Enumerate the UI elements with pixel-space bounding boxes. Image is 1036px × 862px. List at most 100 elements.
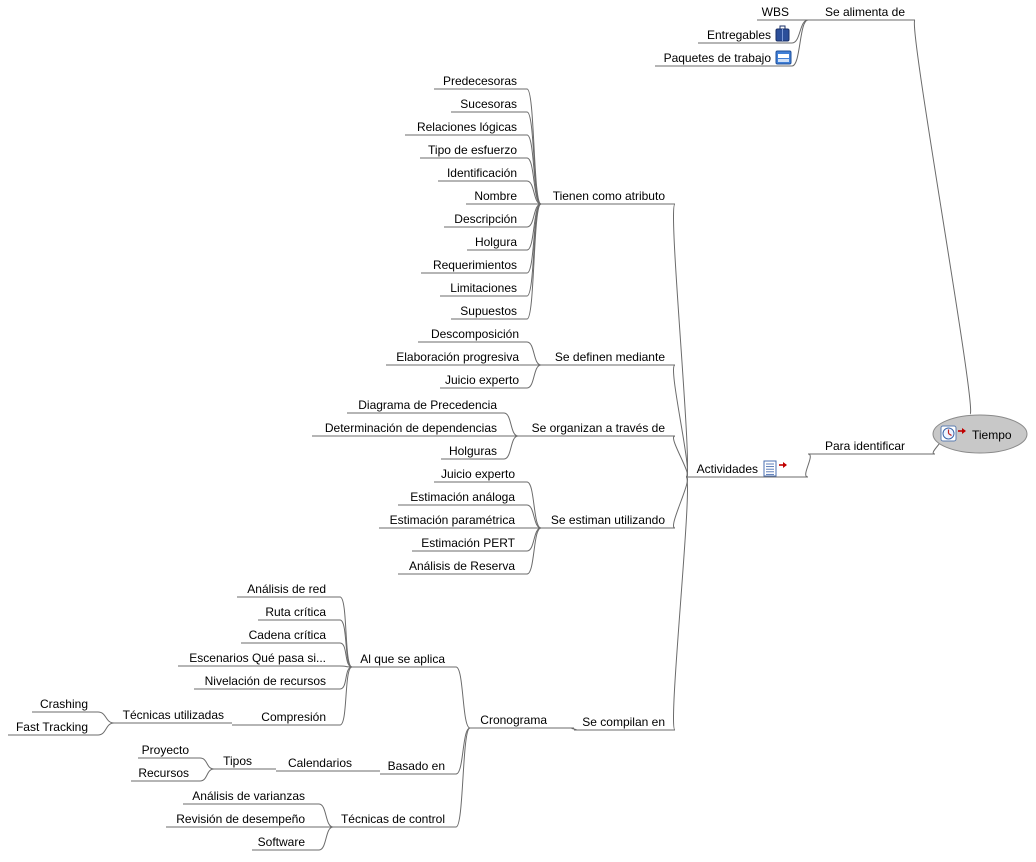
node-al-que-se-aplica[interactable]: Al que se aplica <box>352 652 456 668</box>
connector <box>339 666 353 690</box>
node-nombre[interactable]: Nombre <box>466 189 527 205</box>
node-tecnicas-utilizadas[interactable]: Técnicas utilizadas <box>114 708 232 724</box>
node-label: Cadena crítica <box>249 628 327 642</box>
node-tipos[interactable]: Tipos <box>214 754 276 770</box>
node-label: Tipos <box>223 754 252 768</box>
briefcase-icon <box>775 25 790 42</box>
node-label: Análisis de varianzas <box>192 789 305 803</box>
node-entregables[interactable]: Entregables <box>698 25 792 44</box>
node-cadena-critica[interactable]: Cadena crítica <box>241 628 340 644</box>
connector <box>455 727 471 775</box>
node-fast-tracking[interactable]: Fast Tracking <box>8 720 98 736</box>
connector <box>526 481 542 529</box>
node-se-definen-mediante[interactable]: Se definen mediante <box>541 350 675 366</box>
node-escenarios-que-pasa-si[interactable]: Escenarios Qué pasa si... <box>178 651 340 667</box>
node-identificacion[interactable]: Identificación <box>438 166 527 182</box>
connector <box>805 453 811 478</box>
node-ruta-critica[interactable]: Ruta crítica <box>258 605 340 621</box>
connector <box>526 88 542 205</box>
node-elaboracion-progresiva[interactable]: Elaboración progresiva <box>386 350 527 366</box>
node-descripcion[interactable]: Descripción <box>444 212 527 228</box>
node-label: Escenarios Qué pasa si... <box>189 651 326 665</box>
node-label: Técnicas de control <box>341 812 445 826</box>
connector <box>526 180 542 205</box>
node-analisis-de-varianzas[interactable]: Análisis de varianzas <box>183 789 319 805</box>
node-tienen-como-atributo[interactable]: Tienen como atributo <box>541 189 675 205</box>
node-label: Estimación análoga <box>410 490 515 504</box>
node-cronograma[interactable]: Cronograma <box>470 713 574 729</box>
node-estimacion-pert[interactable]: Estimación PERT <box>412 536 527 552</box>
node-compresion[interactable]: Compresión <box>232 710 340 726</box>
node-juicio-experto[interactable]: Juicio experto <box>434 467 527 483</box>
node-tipo-de-esfuerzo[interactable]: Tipo de esfuerzo <box>420 143 527 159</box>
connector <box>97 722 115 736</box>
node-diagrama-de-precedencia[interactable]: Diagrama de Precedencia <box>347 398 504 414</box>
connector <box>673 435 688 478</box>
connector <box>526 111 542 205</box>
node-se-organizan-a-traves-de[interactable]: Se organizan a través de <box>518 421 675 437</box>
node-label: Identificación <box>447 166 517 180</box>
node-limitaciones[interactable]: Limitaciones <box>440 281 527 297</box>
node-actividades[interactable]: Actividades <box>686 460 808 478</box>
connector <box>318 803 334 828</box>
node-predecesoras[interactable]: Predecesoras <box>434 74 527 90</box>
node-label: Crashing <box>40 697 88 711</box>
node-analisis-de-reserva[interactable]: Análisis de Reserva <box>398 559 527 575</box>
connector <box>455 727 471 828</box>
root-node-tiempo[interactable]: Tiempo <box>932 414 1028 454</box>
node-label: Nivelación de recursos <box>205 674 326 688</box>
node-relaciones-logicas[interactable]: Relaciones lógicas <box>405 120 527 136</box>
node-label: Basado en <box>388 759 445 773</box>
node-estimacion-analoga[interactable]: Estimación análoga <box>398 490 527 506</box>
node-label: Se compilan en <box>582 715 665 729</box>
node-label: Descripción <box>454 212 517 226</box>
node-sucesoras[interactable]: Sucesoras <box>451 97 527 113</box>
node-holgura[interactable]: Holgura <box>467 235 527 251</box>
node-nivelacion-de-recursos[interactable]: Nivelación de recursos <box>194 674 340 690</box>
node-juicio-experto[interactable]: Juicio experto <box>440 373 527 389</box>
node-requerimientos[interactable]: Requerimientos <box>421 258 527 274</box>
node-descomposicion[interactable]: Descomposición <box>418 327 527 343</box>
node-tecnicas-de-control[interactable]: Técnicas de control <box>333 812 456 828</box>
node-label: Recursos <box>138 766 189 780</box>
node-label: WBS <box>762 5 789 19</box>
node-determinacion-de-dependencias[interactable]: Determinación de dependencias <box>312 421 504 437</box>
connector <box>199 768 215 782</box>
connector <box>339 642 353 668</box>
node-label: Juicio experto <box>445 373 519 387</box>
connector <box>339 619 353 668</box>
node-basado-en[interactable]: Basado en <box>380 759 456 775</box>
node-label: Elaboración progresiva <box>396 350 519 364</box>
connector <box>791 19 809 44</box>
node-label: Revisión de desempeño <box>176 812 305 826</box>
node-revision-de-desempeno[interactable]: Revisión de desempeño <box>166 812 319 828</box>
node-proyecto[interactable]: Proyecto <box>138 743 200 759</box>
node-label: Determinación de dependencias <box>325 421 497 435</box>
node-crashing[interactable]: Crashing <box>32 697 98 713</box>
connector <box>673 476 688 731</box>
node-label: Proyecto <box>142 743 190 757</box>
node-para-identificar[interactable]: Para identificar <box>808 439 935 455</box>
node-recursos[interactable]: Recursos <box>131 766 200 782</box>
node-holguras[interactable]: Holguras <box>441 444 504 460</box>
folder-icon <box>775 50 792 65</box>
node-se-alimenta-de[interactable]: Se alimenta de <box>808 5 915 21</box>
node-se-compilan-en[interactable]: Se compilan en <box>574 715 675 731</box>
root-label: Tiempo <box>972 428 1012 442</box>
connector <box>318 826 334 851</box>
connector <box>339 666 353 726</box>
node-label: Se definen mediante <box>555 350 665 364</box>
node-se-estiman-utilizando[interactable]: Se estiman utilizando <box>541 513 675 529</box>
connector <box>526 203 542 320</box>
node-software[interactable]: Software <box>252 835 319 851</box>
node-supuestos[interactable]: Supuestos <box>451 304 527 320</box>
node-calendarios[interactable]: Calendarios <box>276 756 380 772</box>
node-label: Relaciones lógicas <box>417 120 517 134</box>
node-paquetes-de-trabajo[interactable]: Paquetes de trabajo <box>655 50 792 67</box>
connector <box>455 666 471 729</box>
node-label: Cronograma <box>480 713 547 727</box>
connector <box>791 19 809 67</box>
node-estimacion-parametrica[interactable]: Estimación paramétrica <box>379 513 527 529</box>
node-analisis-de-red[interactable]: Análisis de red <box>237 582 340 598</box>
node-wbs[interactable]: WBS <box>757 5 808 21</box>
